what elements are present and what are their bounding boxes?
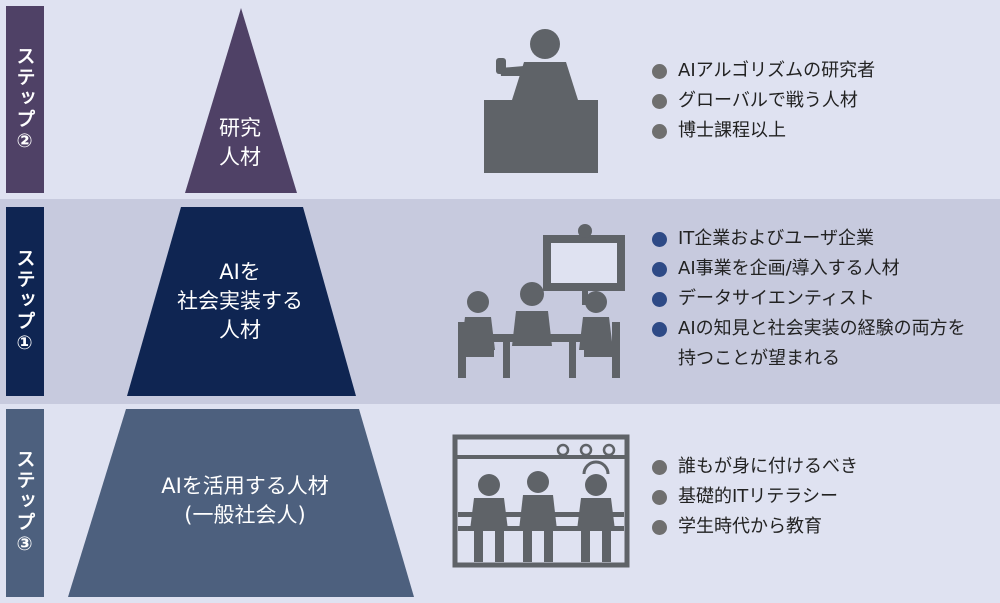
pyramid-label-general: AIを活用する人材 (一般社会人) bbox=[110, 472, 380, 530]
lecturer-at-podium-icon bbox=[484, 29, 598, 173]
step-label-1: ステップ① bbox=[6, 207, 44, 396]
pyramid-top-line2: 人材 bbox=[219, 145, 261, 169]
list-item: データサイエンティスト bbox=[652, 284, 972, 314]
step-label-2: ステップ② bbox=[6, 6, 44, 193]
bullet-list-research: AIアルゴリズムの研究者 グローバルで戦う人材 博士課程以上 bbox=[652, 56, 875, 146]
list-item: グローバルで戦う人材 bbox=[652, 86, 875, 116]
pyramid-bot-line2: (一般社会人) bbox=[184, 503, 306, 527]
list-item: AI事業を企画/導入する人材 bbox=[652, 254, 972, 284]
meeting-with-screen-icon bbox=[458, 224, 625, 378]
list-item: 基礎的ITリテラシー bbox=[652, 482, 858, 512]
bullet-list-general: 誰もが身に付けるべき 基礎的ITリテラシー 学生時代から教育 bbox=[652, 452, 858, 542]
bullet-list-implementation: IT企業およびユーザ企業 AI事業を企画/導入する人材 データサイエンティスト … bbox=[652, 224, 972, 374]
step-label-3: ステップ③ bbox=[6, 409, 44, 597]
pyramid-mid-line3: 人材 bbox=[219, 318, 261, 342]
pyramid-bot-line1: AIを活用する人材 bbox=[161, 474, 329, 498]
pyramid-top-line1: 研究 bbox=[219, 116, 261, 140]
list-item: 誰もが身に付けるべき bbox=[652, 452, 858, 482]
pyramid-label-research: 研究 人材 bbox=[180, 114, 300, 172]
list-item: 博士課程以上 bbox=[652, 116, 875, 146]
pyramid-label-implementation: AIを 社会実装する 人材 bbox=[140, 258, 340, 345]
list-item: AIの知見と社会実装の経験の両方を持つことが望まれる bbox=[652, 314, 972, 374]
pyramid-mid-line1: AIを bbox=[219, 260, 261, 284]
list-item: 学生時代から教育 bbox=[652, 512, 858, 542]
pyramid-tier-bot bbox=[68, 409, 414, 597]
seated-learners-icon bbox=[452, 434, 630, 568]
list-item: AIアルゴリズムの研究者 bbox=[652, 56, 875, 86]
list-item: IT企業およびユーザ企業 bbox=[652, 224, 972, 254]
pyramid-mid-line2: 社会実装する bbox=[177, 289, 303, 313]
pyramid-tier-mid bbox=[127, 207, 356, 396]
pyramid-tier-top bbox=[185, 8, 297, 193]
